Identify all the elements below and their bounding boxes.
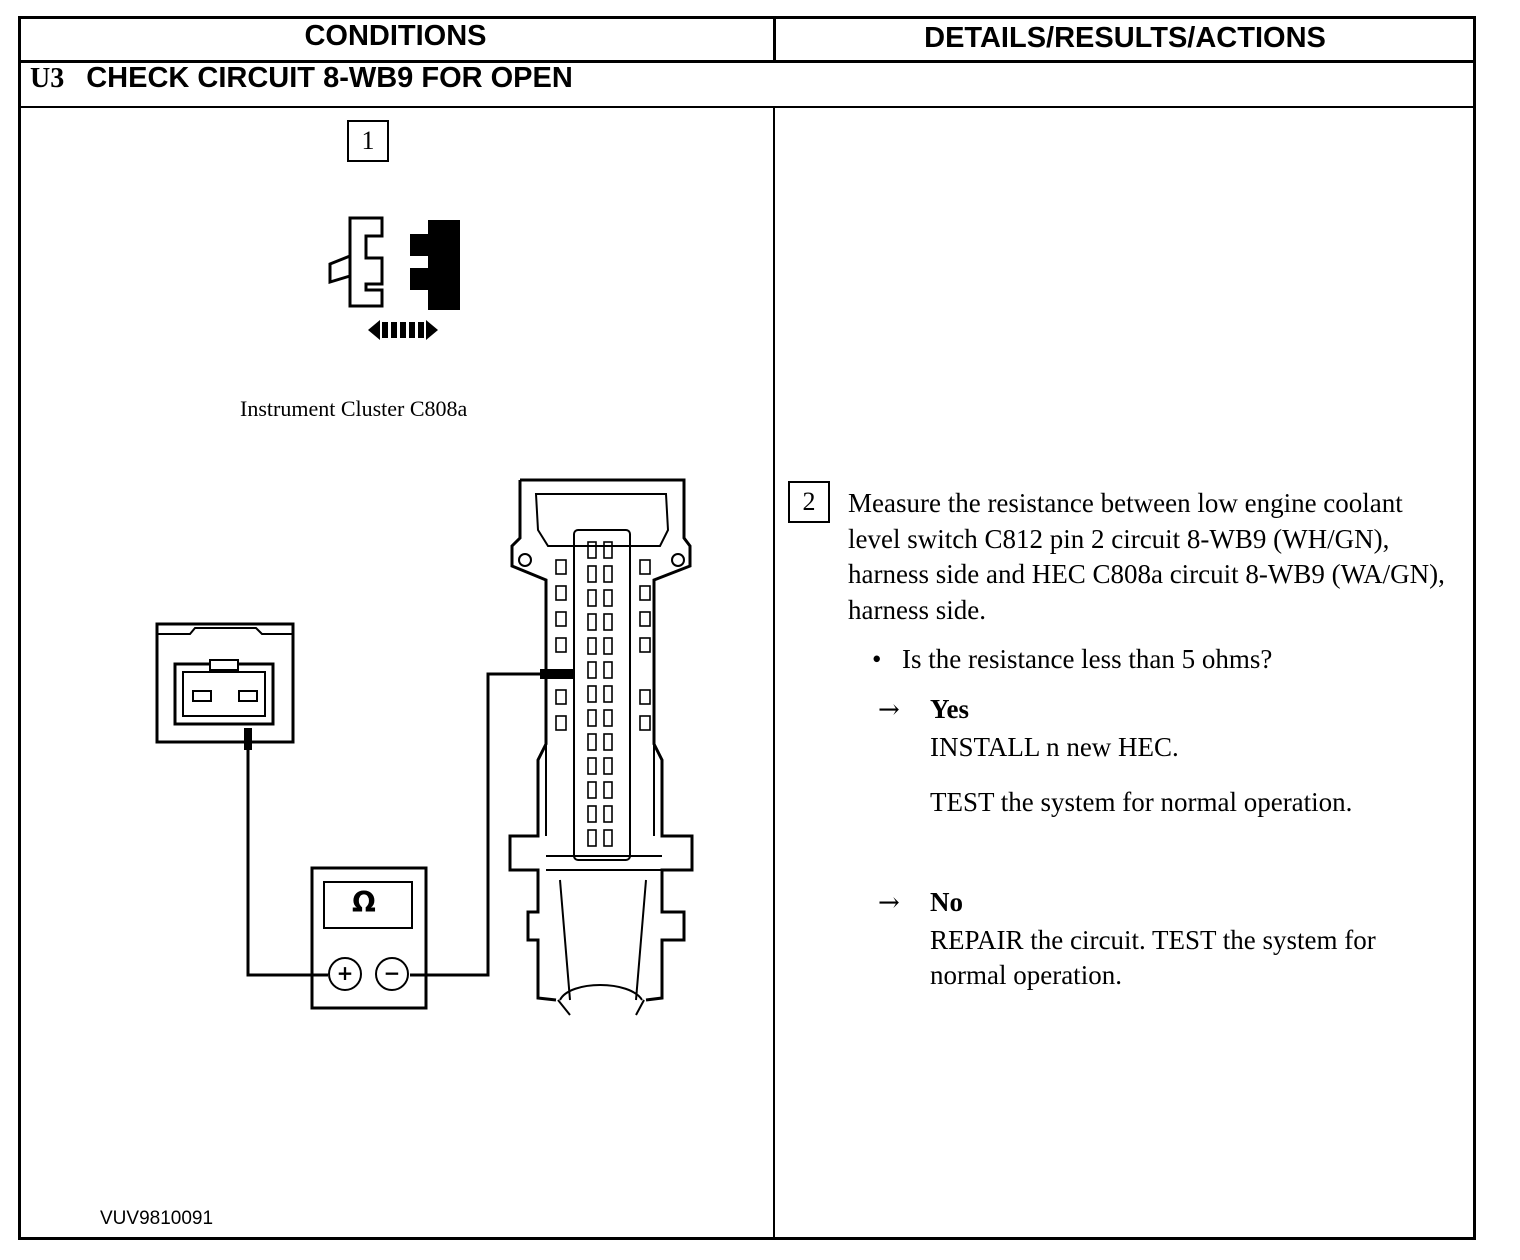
yes-label: Yes — [930, 694, 969, 724]
switch-connector-icon — [155, 622, 295, 750]
meter-minus-terminal: − — [383, 961, 401, 985]
step-number-1: 1 — [347, 120, 389, 162]
yes-action-2: TEST the system for normal operation. — [930, 787, 1353, 817]
body-column-divider — [773, 106, 775, 1240]
step-number-2: 2 — [788, 481, 830, 523]
connector-caption: Instrument Cluster C808a — [240, 396, 468, 421]
question-text: Is the resistance less than 5 ohms? — [902, 644, 1273, 674]
ohmmeter-icon — [310, 866, 428, 1010]
figure-id: VUV9810091 — [100, 1208, 214, 1229]
ohm-symbol: Ω — [352, 886, 376, 919]
meter-probe — [540, 669, 574, 679]
bullet-icon: • — [872, 644, 882, 674]
step-code: U3 — [30, 63, 65, 94]
yes-arrow-icon: → — [878, 695, 900, 725]
title-divider — [18, 106, 1476, 108]
procedure-table — [18, 16, 1476, 1240]
no-arrow-icon: → — [878, 888, 900, 918]
yes-action-1: INSTALL n new HEC. — [930, 732, 1179, 762]
step-title: U3 CHECK CIRCUIT 8-WB9 FOR OPEN — [30, 62, 573, 95]
connector-disconnect-icon — [328, 216, 460, 310]
conditions-header: CONDITIONS — [304, 20, 487, 52]
hec-connector-icon — [508, 478, 694, 1016]
header-column-divider — [773, 16, 776, 62]
details-header: DETAILS/RESULTS/ACTIONS — [924, 22, 1326, 54]
no-action: REPAIR the circuit. TEST the system for … — [930, 925, 1376, 990]
step-title-text: CHECK CIRCUIT 8-WB9 FOR OPEN — [86, 62, 573, 94]
measure-instruction: Measure the resistance between low engin… — [848, 488, 1445, 625]
meter-plus-terminal: + — [336, 961, 354, 985]
double-arrow-icon — [368, 320, 438, 340]
no-label: No — [930, 887, 963, 917]
hec-pin-grid — [555, 541, 651, 847]
header-divider — [18, 60, 1476, 63]
question-item: • Is the resistance less than 5 ohms? — [872, 644, 1272, 675]
